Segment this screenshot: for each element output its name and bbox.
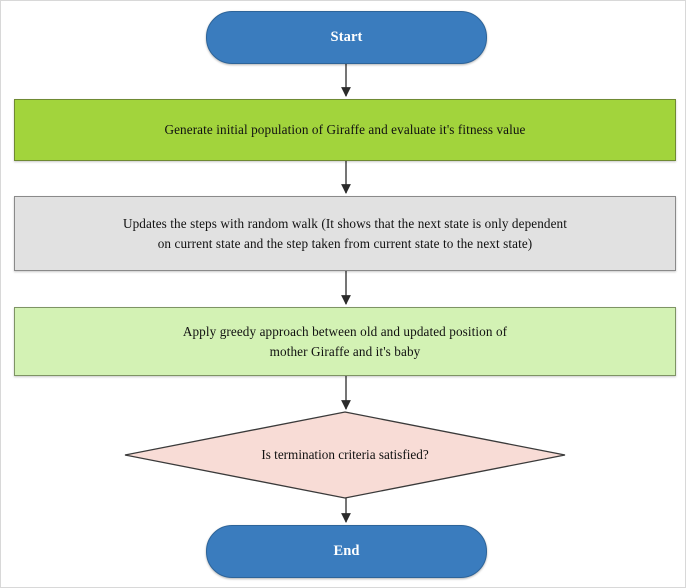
node-random-walk-label: Updates the steps with random walk (It s…: [122, 216, 568, 251]
node-init-population[interactable]: Generate initial population of Giraffe a…: [14, 99, 676, 161]
node-random-walk[interactable]: Updates the steps with random walk (It s…: [14, 196, 676, 271]
node-end-label: End: [333, 542, 360, 559]
node-termination-check[interactable]: Is termination criteria satisfied?: [124, 411, 566, 499]
node-end[interactable]: End: [206, 525, 487, 578]
node-start-label: Start: [330, 28, 363, 45]
node-greedy-approach[interactable]: Apply greedy approach between old and up…: [14, 307, 676, 376]
node-greedy-approach-label: Apply greedy approach between old and up…: [182, 324, 508, 359]
node-init-population-label: Generate initial population of Giraffe a…: [164, 122, 526, 138]
diamond-shape: [124, 411, 566, 499]
node-start[interactable]: Start: [206, 11, 487, 64]
